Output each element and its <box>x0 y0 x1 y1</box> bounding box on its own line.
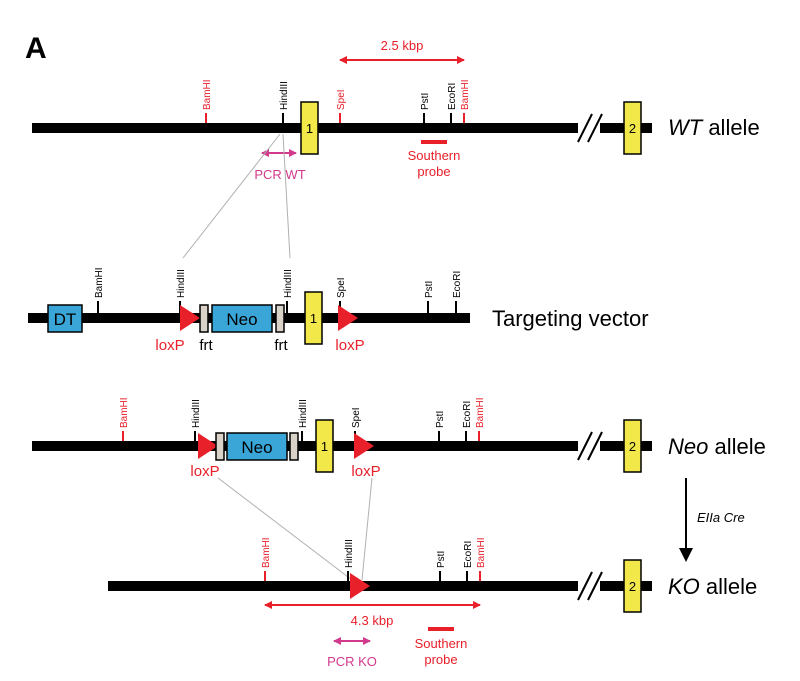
ko-break-mark <box>577 571 593 601</box>
neo-exon1-box <box>315 419 334 473</box>
wt-southern-label-2: probe <box>417 164 450 179</box>
homology-line-left <box>182 133 281 259</box>
wt-exon1-label: 1 <box>306 121 313 136</box>
ko-southern-probe-bar <box>428 627 454 631</box>
wt-exon2-box <box>623 101 642 155</box>
vector-label: Targeting vector <box>492 306 649 331</box>
neo-allele-label: Neo allele <box>668 434 766 459</box>
ko-ecori-label: EcoRI <box>463 541 474 568</box>
wt-allele-label: WT allele <box>668 115 760 140</box>
neo-exon2-label: 2 <box>629 439 636 454</box>
neo-neo-box <box>226 432 288 461</box>
vector-psti-label: PstI <box>424 281 435 298</box>
vector-loxp-label-2: loxP <box>335 337 364 354</box>
neo-bamhi-label: BamHI <box>119 397 130 428</box>
ko-fragment-size: 4.3 kbp <box>351 613 394 628</box>
vector-exon1-box <box>304 291 323 345</box>
neo-hindiii-label: HindIII <box>191 399 202 428</box>
neo-exon1-label: 1 <box>321 439 328 454</box>
wt-allele: BamHI HindIII SpeI PstI EcoRI BamHI 1 2 … <box>32 38 760 182</box>
ko-hindiii-label: HindIII <box>344 539 355 568</box>
neo-frt-1 <box>215 432 225 461</box>
wt-fragment-size: 2.5 kbp <box>381 38 424 53</box>
neo-loxp-label-2: loxP <box>351 463 380 480</box>
neo-frt-2 <box>289 432 299 461</box>
pcr-wt-label: PCR WT <box>254 167 305 182</box>
neo-bamhi2-label: BamHI <box>475 397 486 428</box>
neo-exon2-box <box>623 419 642 473</box>
vector-frt-2 <box>275 304 285 333</box>
vector-frt-label-2: frt <box>274 337 288 354</box>
ko-southern-label-2: probe <box>424 652 457 667</box>
ko-loxp <box>350 573 370 599</box>
wt-spei-label: SpeI <box>336 89 347 110</box>
vector-frt-1 <box>199 304 209 333</box>
ko-exon2-box <box>623 559 642 613</box>
ko-bamhi-label: BamHI <box>261 537 272 568</box>
vector-neo-label: Neo <box>226 310 257 329</box>
vector-loxp-label-1: loxP <box>155 337 184 354</box>
wt-exon2-label: 2 <box>629 121 636 136</box>
ko-psti-label: PstI <box>436 551 447 568</box>
vector-frt-label-1: frt <box>199 337 213 354</box>
wt-bamhi-label: BamHI <box>202 79 213 110</box>
ko-allele: BamHI HindIII PstI EcoRI BamHI 2 4.3 kbp… <box>108 537 757 669</box>
wt-ecori-label: EcoRI <box>447 83 458 110</box>
neo-neo-label: Neo <box>241 438 272 457</box>
neo-allele: BamHI HindIII HindIII SpeI PstI EcoRI Ba… <box>32 397 766 480</box>
neo-ecori-label: EcoRI <box>462 401 473 428</box>
neo-psti-label: PstI <box>435 411 446 428</box>
ko-allele-label: KO allele <box>668 574 757 599</box>
vector-dt-box <box>47 304 83 333</box>
neo-break-mark <box>577 431 593 461</box>
wt-southern-label-1: Southern <box>408 148 461 163</box>
ko-exon2-label: 2 <box>629 579 636 594</box>
wt-break-mark <box>577 113 593 143</box>
panel-label: A <box>25 32 47 65</box>
vector-ecori-label: EcoRI <box>452 271 463 298</box>
wt-bamhi2-label: BamHI <box>460 79 471 110</box>
vector-loxp-1 <box>180 305 200 331</box>
wt-break-mark <box>587 113 603 143</box>
vector-spei-label: SpeI <box>336 277 347 298</box>
vector-dt-label: DT <box>54 310 77 329</box>
neo-loxp-1 <box>198 433 218 459</box>
neo-break-mark <box>587 431 603 461</box>
neo-hindiii2-label: HindIII <box>298 399 309 428</box>
cre-label: EIIa Cre <box>697 510 745 525</box>
vector-bamhi-label: BamHI <box>94 267 105 298</box>
pcr-ko-label: PCR KO <box>327 654 377 669</box>
recombination-line-right <box>361 477 373 581</box>
vector-neo-box <box>211 304 273 333</box>
vector-hindiii-label: HindIII <box>176 269 187 298</box>
vector-hindiii2-label: HindIII <box>283 269 294 298</box>
neo-loxp-2 <box>354 433 374 459</box>
wt-southern-probe-bar <box>421 140 447 144</box>
neo-spei-label: SpeI <box>351 407 362 428</box>
homology-line-right <box>282 133 291 259</box>
recombination-line-left <box>217 477 353 581</box>
vector-exon1-label: 1 <box>310 311 317 326</box>
ko-bamhi2-label: BamHI <box>476 537 487 568</box>
ko-break-mark <box>587 571 603 601</box>
wt-exon1-box <box>300 101 319 155</box>
targeting-vector: BamHI HindIII HindIII SpeI PstI EcoRI DT… <box>28 267 649 354</box>
vector-loxp-2 <box>338 305 358 331</box>
wt-hindiii-label: HindIII <box>279 81 290 110</box>
ko-southern-label-1: Southern <box>415 636 468 651</box>
wt-psti-label: PstI <box>420 93 431 110</box>
neo-loxp-label-1: loxP <box>190 463 219 480</box>
